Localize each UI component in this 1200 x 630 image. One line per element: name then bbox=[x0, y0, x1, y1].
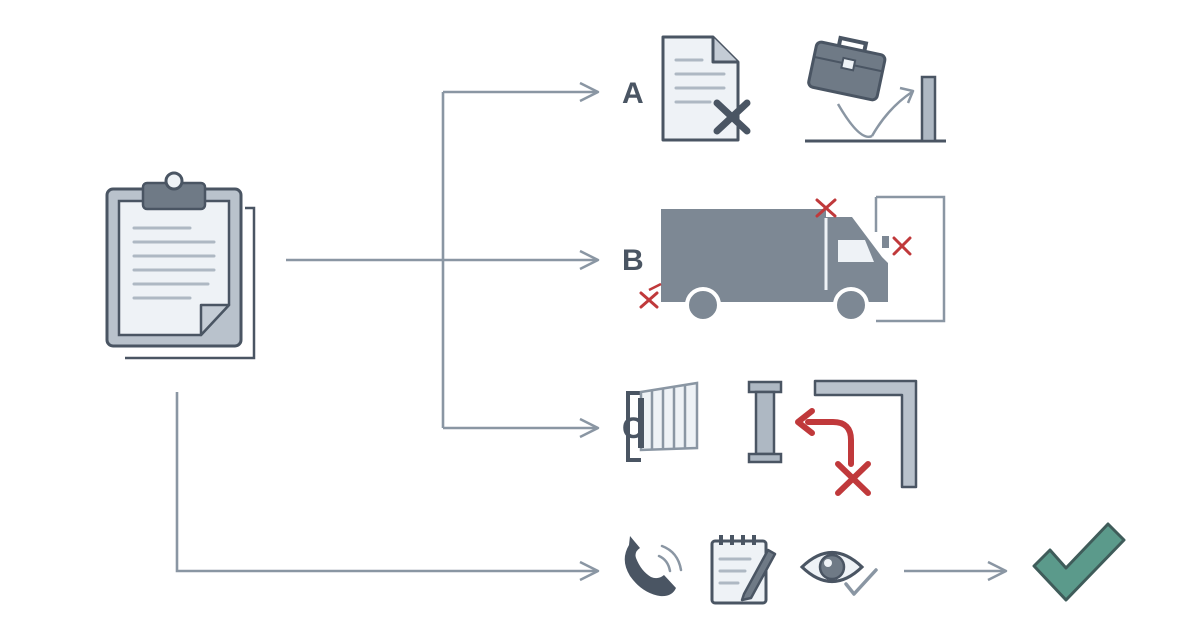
corner-wall-icon bbox=[813, 379, 918, 489]
briefcase-deflect-icon bbox=[805, 35, 946, 143]
clipboard-icon bbox=[105, 171, 256, 360]
branch-b-label: B bbox=[622, 244, 644, 277]
document-x-icon bbox=[661, 35, 751, 142]
checkmark-icon bbox=[1032, 522, 1126, 602]
connector-to-bottom-flow bbox=[175, 392, 600, 582]
gate-icon bbox=[626, 381, 699, 462]
connectors bbox=[175, 81, 1008, 582]
pillar-icon bbox=[747, 380, 783, 464]
truck-damage-icon bbox=[639, 198, 912, 323]
doorway-icon bbox=[874, 195, 946, 323]
notepad-pencil-icon bbox=[710, 535, 777, 605]
eye-check-icon bbox=[799, 551, 878, 596]
phone-call-icon bbox=[624, 536, 683, 597]
branch-a-label: A bbox=[622, 77, 644, 110]
blocked-turn-icon bbox=[795, 408, 871, 496]
